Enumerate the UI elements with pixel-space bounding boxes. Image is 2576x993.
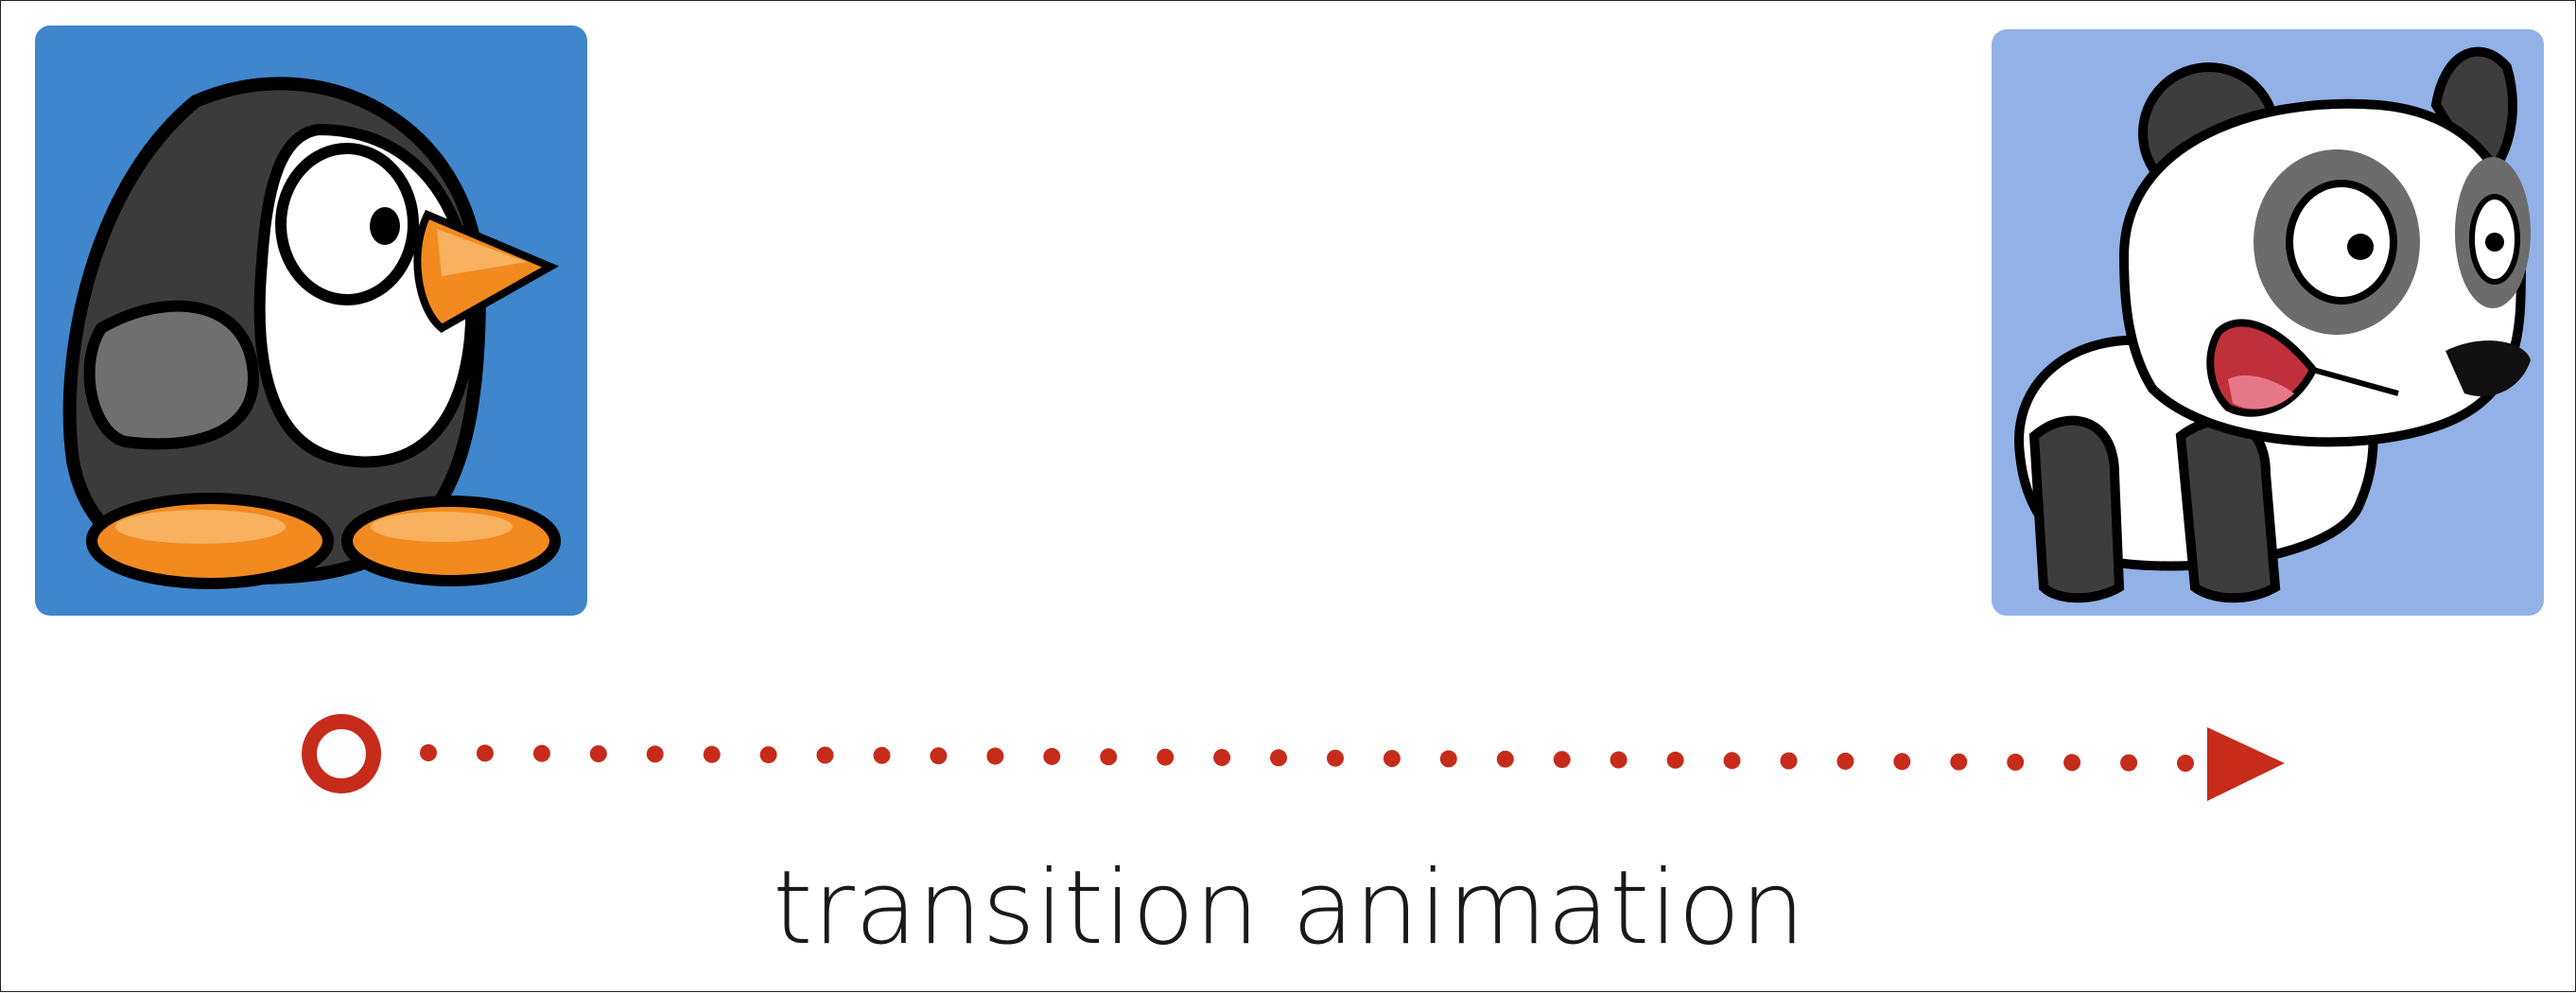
arrow-dot [1383, 750, 1401, 767]
arrow-dot [1100, 748, 1118, 766]
arrow-dotted-line [420, 744, 2194, 772]
arrow-dot [1327, 749, 1344, 767]
start-image [35, 26, 587, 616]
arrow-dot [646, 745, 664, 763]
caption: transition animation [773, 849, 1805, 967]
arrow-dot [1893, 753, 1911, 771]
penguin-icon [35, 26, 587, 616]
arrow-dot [703, 745, 721, 763]
arrow-dot [1439, 750, 1457, 768]
arrow-dot [986, 747, 1004, 765]
arrow-end-triangle [2207, 727, 2285, 801]
arrow-dot [1610, 751, 1627, 769]
arrow-dot [1553, 751, 1571, 769]
arrow-dot [420, 744, 437, 761]
arrow-dot [1950, 753, 1968, 771]
arrow-dot [1157, 748, 1175, 766]
arrow-dot [1780, 752, 1798, 770]
panda-icon [1992, 29, 2544, 616]
arrow-dot [1723, 752, 1741, 770]
arrow-dot [1270, 749, 1287, 767]
arrow-dot [759, 746, 777, 764]
arrow-dot [1213, 749, 1231, 766]
arrow-dot [2177, 755, 2194, 772]
arrow-dot [532, 744, 550, 762]
arrow-dot [1043, 747, 1061, 765]
arrow-dot [1836, 752, 1854, 770]
arrow-dot [2007, 753, 2025, 771]
end-image [1992, 29, 2544, 616]
arrow-dot [930, 747, 948, 765]
arrow-dot [476, 744, 494, 762]
arrow-dot [873, 746, 891, 764]
arrow-dot [1496, 750, 1514, 768]
arrow-dot [2063, 754, 2081, 772]
arrow-dot [1666, 751, 1684, 769]
arrow-dot [816, 746, 834, 764]
arrow-start-circle [302, 714, 381, 793]
arrow-dot [2120, 754, 2138, 772]
arrow-dot [589, 745, 607, 763]
